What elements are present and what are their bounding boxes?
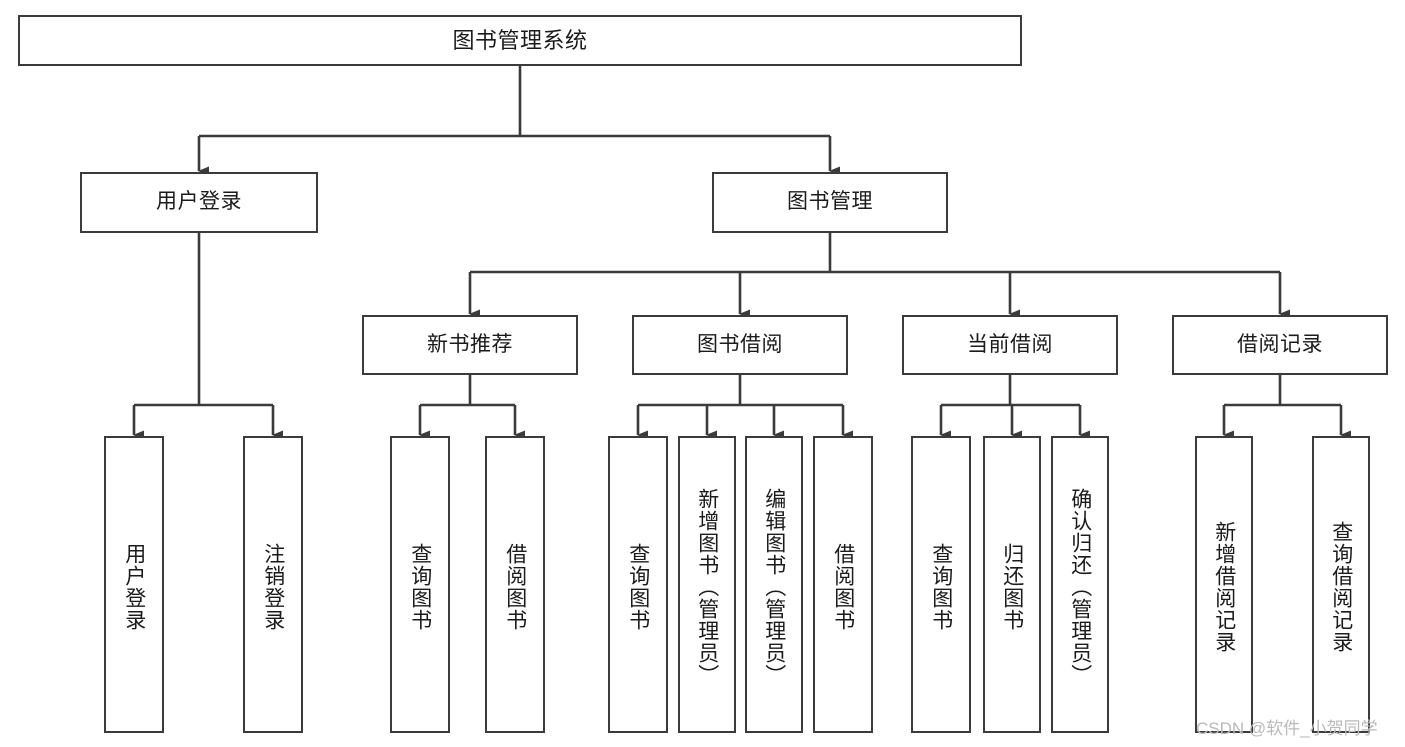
node-label-borrow: 图书借阅 <box>697 332 783 356</box>
node-box-borrow[interactable]: 图书借阅 <box>632 315 848 375</box>
node-label-bookmgmt: 图书管理 <box>787 190 873 214</box>
node-box-leaf-login-1[interactable]: 用户登录 <box>104 436 164 733</box>
node-label-current: 当前借阅 <box>967 332 1053 356</box>
node-box-newbook[interactable]: 新书推荐 <box>362 315 578 375</box>
node-label-leaf-cur-2: 归还图书 <box>1000 542 1024 631</box>
node-label-login: 用户登录 <box>156 190 242 214</box>
node-box-bookmgmt[interactable]: 图书管理 <box>712 172 948 233</box>
node-box-leaf-borrow-2[interactable]: 新增图书（管理员） <box>678 436 736 733</box>
node-box-leaf-new-2[interactable]: 借阅图书 <box>485 436 545 733</box>
node-label-leaf-borrow-2: 新增图书（管理员） <box>695 487 719 686</box>
node-label-leaf-login-2: 注销登录 <box>261 542 285 631</box>
node-label-leaf-borrow-1: 查询图书 <box>626 542 650 631</box>
node-label-leaf-login-1: 用户登录 <box>122 542 146 631</box>
node-label-records: 借阅记录 <box>1237 332 1323 356</box>
node-box-login[interactable]: 用户登录 <box>80 172 318 233</box>
node-box-leaf-cur-3[interactable]: 确认归还（管理员） <box>1051 436 1109 733</box>
node-box-leaf-borrow-4[interactable]: 借阅图书 <box>813 436 873 733</box>
node-box-leaf-cur-2[interactable]: 归还图书 <box>983 436 1041 733</box>
node-box-leaf-borrow-3[interactable]: 编辑图书（管理员） <box>745 436 803 733</box>
node-box-leaf-borrow-1[interactable]: 查询图书 <box>608 436 668 733</box>
node-box-leaf-new-1[interactable]: 查询图书 <box>390 436 450 733</box>
node-box-leaf-rec-1[interactable]: 新增借阅记录 <box>1195 436 1253 733</box>
node-label-leaf-cur-1: 查询图书 <box>929 542 953 631</box>
node-label-leaf-rec-1: 新增借阅记录 <box>1212 520 1236 653</box>
node-label-newbook: 新书推荐 <box>427 332 513 356</box>
node-label-leaf-new-1: 查询图书 <box>408 542 432 631</box>
node-label-root: 图书管理系统 <box>452 27 588 53</box>
node-label-leaf-borrow-4: 借阅图书 <box>831 542 855 631</box>
node-box-current[interactable]: 当前借阅 <box>902 315 1118 375</box>
node-box-records[interactable]: 借阅记录 <box>1172 315 1388 375</box>
node-box-root[interactable]: 图书管理系统 <box>18 15 1022 66</box>
node-box-leaf-cur-1[interactable]: 查询图书 <box>911 436 971 733</box>
node-label-leaf-cur-3: 确认归还（管理员） <box>1068 487 1092 686</box>
node-label-leaf-rec-2: 查询借阅记录 <box>1329 520 1353 653</box>
node-box-leaf-login-2[interactable]: 注销登录 <box>243 436 303 733</box>
node-label-leaf-new-2: 借阅图书 <box>503 542 527 631</box>
node-box-leaf-rec-2[interactable]: 查询借阅记录 <box>1312 436 1370 733</box>
node-label-leaf-borrow-3: 编辑图书（管理员） <box>762 487 786 686</box>
